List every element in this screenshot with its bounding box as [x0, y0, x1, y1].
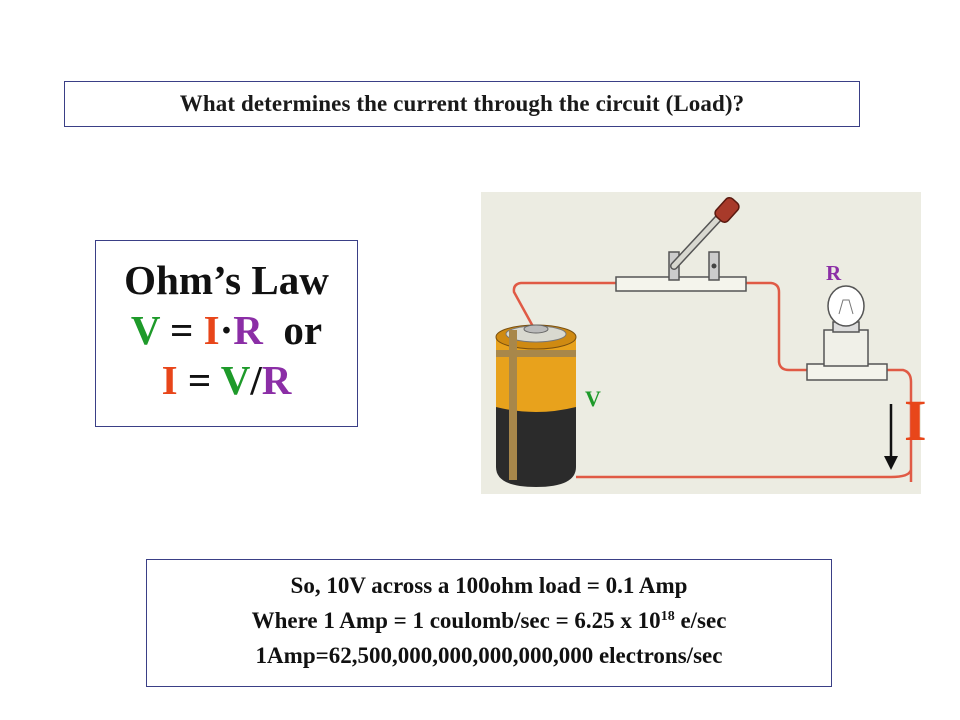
- voltage-label: V: [585, 386, 601, 411]
- eq1-r: R: [233, 307, 263, 353]
- ohms-law-title: Ohm’s Law: [124, 257, 329, 303]
- eq2-r: R: [261, 357, 292, 403]
- eq2-i: I: [161, 357, 178, 403]
- current-arrow-icon: [884, 404, 898, 470]
- explanation-line-2-unit: e/sec: [674, 608, 727, 633]
- question-text: What determines the current through the …: [179, 91, 745, 116]
- equation-v-equals-ir: V = I·R or: [96, 305, 357, 355]
- explanation-box: So, 10V across a 100ohm load = 0.1 Amp W…: [146, 559, 832, 687]
- circuit-illustration: [481, 192, 921, 494]
- explanation-line-3: 1Amp=62,500,000,000,000,000,000 electron…: [255, 643, 723, 668]
- eq1-or: or: [262, 307, 323, 353]
- wire-right: [881, 368, 913, 482]
- eq2-slash: /: [250, 357, 262, 403]
- explanation-line-1: So, 10V across a 100ohm load = 0.1 Amp: [290, 573, 688, 598]
- eq1-v: V: [130, 307, 160, 353]
- current-label: I: [904, 388, 927, 453]
- wire-top-right: [743, 281, 811, 372]
- eq1-dot: ·: [219, 307, 234, 353]
- explanation-line-2-text: Where 1 Amp = 1 coulomb/sec = 6.25 x 10: [251, 608, 661, 633]
- eq2-equals: =: [177, 357, 221, 403]
- wire-top-left: [512, 281, 619, 333]
- eq2-v: V: [220, 357, 251, 403]
- equation-i-equals-v-over-r: I = V/R: [96, 355, 357, 405]
- explanation-line-2: Where 1 Amp = 1 coulomb/sec = 6.25 x 101…: [147, 603, 831, 638]
- exponent: 18: [660, 609, 675, 624]
- battery-icon: [495, 324, 577, 487]
- question-box: What determines the current through the …: [64, 81, 860, 127]
- light-bulb-icon: [806, 285, 888, 381]
- eq1-i: I: [203, 307, 220, 353]
- eq1-equals: =: [159, 307, 204, 353]
- ohms-law-box: Ohm’s Law V = I·R or I = V/R: [95, 240, 358, 427]
- resistance-label: R: [826, 261, 842, 285]
- wire-bottom: [576, 469, 913, 479]
- circuit-drawing: [495, 197, 913, 487]
- knife-switch-icon: [615, 197, 747, 292]
